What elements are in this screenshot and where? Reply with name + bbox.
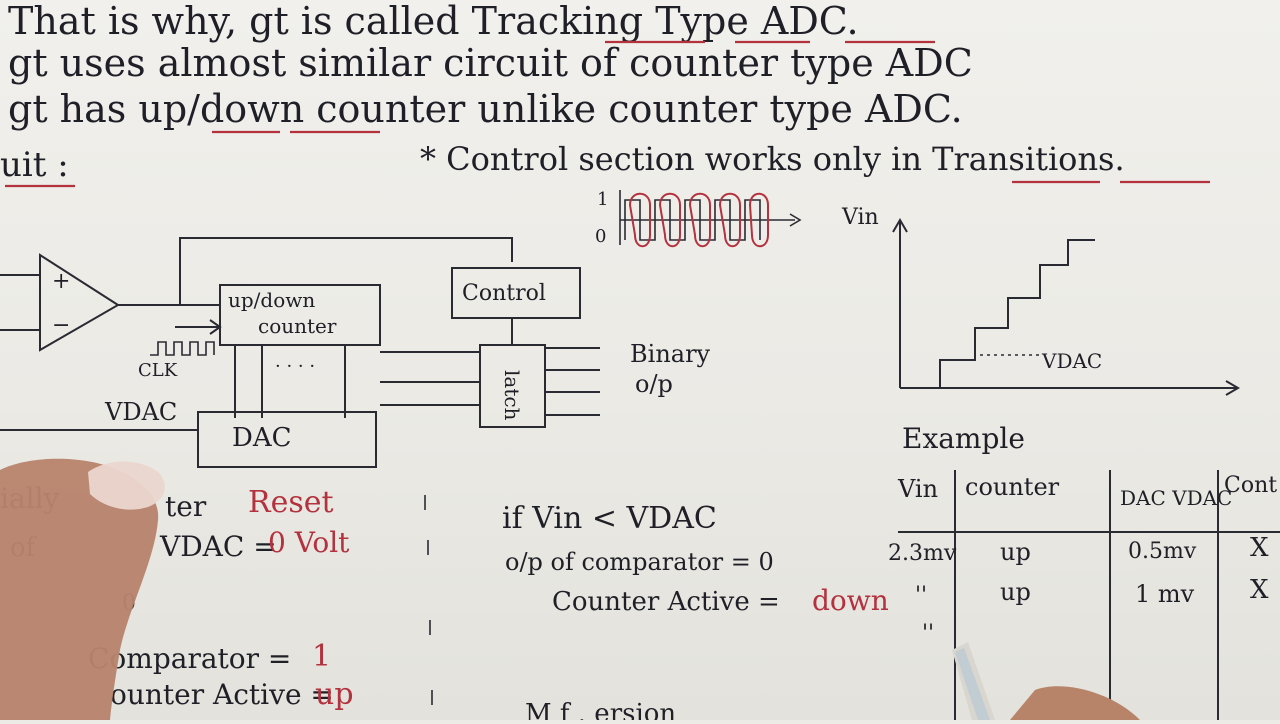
latch-block bbox=[479, 344, 546, 428]
row1-counter: up bbox=[1000, 538, 1031, 566]
dac-block bbox=[197, 411, 377, 468]
header-counter: counter bbox=[965, 473, 1060, 501]
graph-vin-label: Vin bbox=[841, 205, 879, 230]
graph-x-axis bbox=[900, 380, 1240, 396]
clock-diagram: 1 0 bbox=[595, 189, 802, 248]
comparator-symbol bbox=[39, 253, 120, 352]
bus-dots: · · · · bbox=[275, 356, 315, 377]
middle-counter-active-text: Counter Active = bbox=[552, 587, 780, 617]
header-control: Cont bbox=[1224, 473, 1277, 498]
middle-notes: if Vin < VDAC o/p of comparator = 0 Coun… bbox=[424, 495, 889, 724]
row2-vin: '' bbox=[915, 583, 927, 608]
circuit-diagram: + − up/down counter CLK Control latch Bi… bbox=[0, 237, 711, 468]
comparator-eq-text: Comparator = bbox=[88, 642, 291, 675]
clk-wave bbox=[150, 341, 215, 356]
clock-high-label: 1 bbox=[597, 189, 608, 210]
control-label: Control bbox=[462, 281, 546, 306]
comparator-inputs bbox=[0, 274, 40, 331]
clock-low-label: 0 bbox=[595, 226, 606, 247]
counter-to-dac bbox=[234, 345, 346, 418]
row2-dac: 1 mv bbox=[1135, 580, 1195, 608]
row2-counter: up bbox=[1000, 578, 1031, 606]
counter-to-latch bbox=[380, 351, 480, 406]
comparator-plus: + bbox=[52, 269, 70, 294]
circuit-heading: uit : bbox=[0, 145, 69, 185]
clk-arrow bbox=[175, 319, 222, 335]
dac-label: DAC bbox=[232, 423, 292, 453]
control-note: * Control section works only in Transiti… bbox=[420, 140, 1125, 178]
updown-counter-block bbox=[219, 284, 381, 346]
row1-vin: 2.3mv bbox=[888, 541, 957, 566]
header-vin: Vin bbox=[897, 475, 938, 503]
row2-control: X bbox=[1250, 575, 1269, 605]
bottom-partial-text: M f . ersion bbox=[525, 699, 676, 720]
updown-label-2: counter bbox=[258, 314, 337, 338]
feedback-wire bbox=[179, 237, 513, 305]
latch-outputs bbox=[545, 347, 600, 416]
counter-text: ter bbox=[165, 490, 207, 523]
output-label: o/p bbox=[635, 370, 673, 398]
pen bbox=[952, 642, 1140, 720]
updown-label-1: up/down bbox=[228, 288, 315, 312]
example-title: Example bbox=[902, 422, 1025, 455]
row1-control: X bbox=[1250, 533, 1269, 563]
zero-volt-text: 0 Volt bbox=[268, 526, 350, 559]
middle-comparator-text: o/p of comparator = 0 bbox=[505, 548, 774, 576]
comparator-minus: − bbox=[52, 313, 70, 338]
vdac-eq-text: VDAC = bbox=[159, 530, 277, 563]
counter-active-eq-text: ounter Active = bbox=[110, 678, 334, 711]
control-block bbox=[451, 267, 581, 319]
row1-dac: 0.5mv bbox=[1128, 539, 1197, 564]
up-text: up bbox=[315, 677, 354, 712]
note-line-2: gt uses almost similar circuit of counte… bbox=[8, 41, 973, 85]
margin-marks bbox=[424, 495, 433, 705]
example-table: Example Vin counter DAC VDAC Cont 2.3mv … bbox=[888, 422, 1280, 720]
binary-label: Binary bbox=[630, 340, 711, 368]
table-column-lines bbox=[954, 470, 1219, 720]
staircase-line bbox=[939, 239, 1095, 388]
row3-vin: '' bbox=[922, 621, 934, 646]
graph-y-axis bbox=[892, 218, 908, 388]
staircase-graph: Vin VDAC bbox=[841, 205, 1240, 396]
note-line-3: gt has up/down counter unlike counter ty… bbox=[8, 87, 963, 131]
down-text: down bbox=[812, 584, 889, 617]
graph-vdac-label: VDAC bbox=[1041, 349, 1102, 373]
hand-left bbox=[0, 458, 165, 720]
header-dac: DAC VDAC bbox=[1120, 486, 1232, 510]
vdac-label: VDAC bbox=[104, 398, 177, 426]
condition-text: if Vin < VDAC bbox=[502, 501, 717, 536]
transition-circles bbox=[628, 192, 769, 248]
clk-label: CLK bbox=[138, 360, 178, 381]
reset-text: Reset bbox=[248, 485, 334, 520]
clock-arrow bbox=[789, 213, 802, 227]
latch-label: latch bbox=[500, 370, 524, 421]
clock-wave bbox=[624, 199, 761, 241]
one-text: 1 bbox=[312, 639, 331, 674]
note-line-1: That is why, gt is called Tracking Type … bbox=[8, 0, 859, 43]
